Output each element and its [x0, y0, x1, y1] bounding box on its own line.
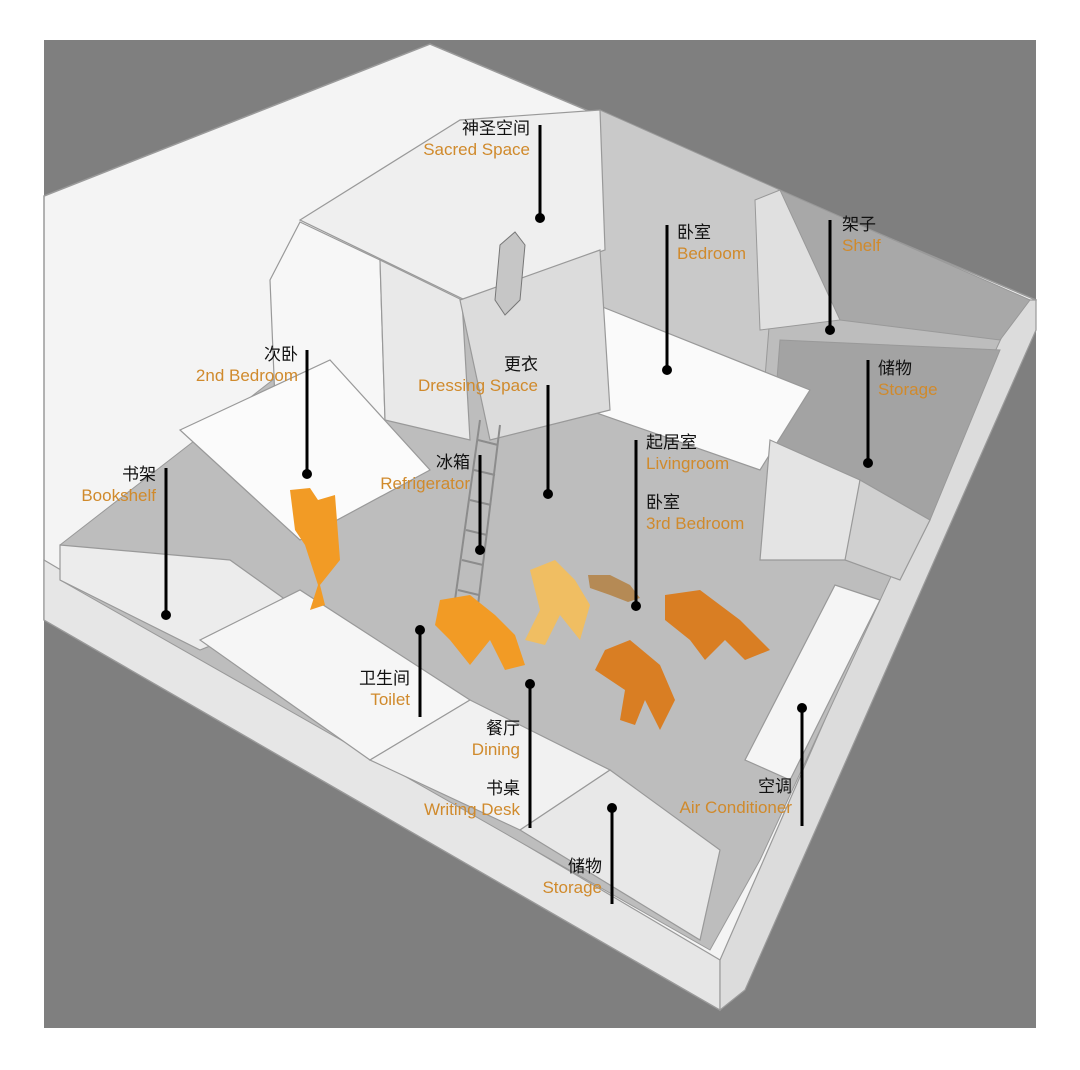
label-shelf: 架子 Shelf	[842, 215, 881, 255]
label-storage-right: 储物 Storage	[878, 359, 938, 399]
label-shelf-zh: 架子	[842, 215, 876, 235]
shelf-box	[754, 189, 841, 331]
label-storage-right-zh: 储物	[878, 359, 912, 379]
label-dressing-space-zh: 更衣	[504, 355, 538, 375]
dog-figure	[588, 575, 640, 602]
label-toilet: 卫生间 Toilet	[320, 669, 410, 709]
label-dining: 餐厅 Dining	[430, 719, 520, 759]
label-air-conditioner-en: Air Conditioner	[679, 797, 792, 817]
label-refrigerator-en: Refrigerator	[380, 473, 470, 493]
label-writing-desk-en: Writing Desk	[423, 799, 520, 819]
label-dining-en: Dining	[471, 739, 520, 759]
label-sacred-space-zh: 神圣空间	[462, 119, 530, 139]
cabinet-tall-front	[379, 259, 471, 441]
label-bookshelf-en: Bookshelf	[81, 485, 156, 505]
label-storage-bottom-en: Storage	[542, 877, 602, 897]
label-sacred-space-en: Sacred Space	[423, 139, 530, 159]
divider-wall-right2	[844, 479, 931, 581]
label-writing-desk-zh: 书桌	[486, 779, 520, 799]
air-conditioner-unit	[744, 584, 881, 781]
label-sacred-space: 神圣空间 Sacred Space	[400, 119, 530, 159]
second-bedroom-bed	[178, 359, 431, 541]
label-air-conditioner-zh: 空调	[758, 777, 792, 797]
label-storage-bottom: 储物 Storage	[510, 857, 602, 897]
label-second-bedroom-en: 2nd Bedroom	[195, 365, 298, 385]
label-storage-bottom-zh: 储物	[568, 857, 602, 877]
label-livingroom-zh: 起居室	[646, 433, 697, 453]
label-livingroom: 起居室 Livingroom	[646, 433, 730, 473]
leader-lines	[164, 125, 870, 904]
label-second-bedroom-zh: 次卧	[264, 345, 298, 365]
label-bedroom-zh: 卧室	[677, 223, 711, 243]
label-toilet-en: Toilet	[370, 689, 410, 709]
label-third-bedroom: 卧室 3rd Bedroom	[646, 493, 745, 533]
figure-dark-center	[595, 640, 675, 730]
label-second-bedroom: 次卧 2nd Bedroom	[170, 345, 298, 385]
storage-bottom-box	[518, 769, 721, 941]
label-refrigerator: 冰箱 Refrigerator	[360, 453, 470, 493]
label-bookshelf-zh: 书架	[122, 465, 156, 485]
statue-figure	[494, 231, 526, 316]
label-shelf-en: Shelf	[842, 235, 881, 255]
sacred-space-wall	[298, 109, 606, 301]
figure-dark-right	[665, 590, 770, 660]
label-livingroom-en: Livingroom	[646, 453, 730, 473]
label-bedroom: 卧室 Bedroom	[677, 223, 746, 263]
label-dressing-space: 更衣 Dressing Space	[398, 355, 538, 395]
label-toilet-zh: 卫生间	[359, 669, 410, 689]
label-third-bedroom-en: 3rd Bedroom	[646, 513, 745, 533]
label-air-conditioner: 空调 Air Conditioner	[650, 777, 792, 817]
figure-light-center	[525, 560, 590, 645]
leader-dots	[161, 213, 873, 813]
label-dining-zh: 餐厅	[486, 719, 520, 739]
label-bookshelf: 书架 Bookshelf	[60, 465, 156, 505]
label-dressing-space-en: Dressing Space	[417, 375, 538, 395]
label-bedroom-en: Bedroom	[677, 243, 746, 263]
figure-orange-left	[290, 488, 340, 610]
label-third-bedroom-zh: 卧室	[646, 493, 680, 513]
label-writing-desk: 书桌 Writing Desk	[390, 779, 520, 819]
label-storage-right-en: Storage	[878, 379, 938, 399]
figure-orange-dining	[435, 595, 525, 670]
label-refrigerator-zh: 冰箱	[436, 453, 470, 473]
